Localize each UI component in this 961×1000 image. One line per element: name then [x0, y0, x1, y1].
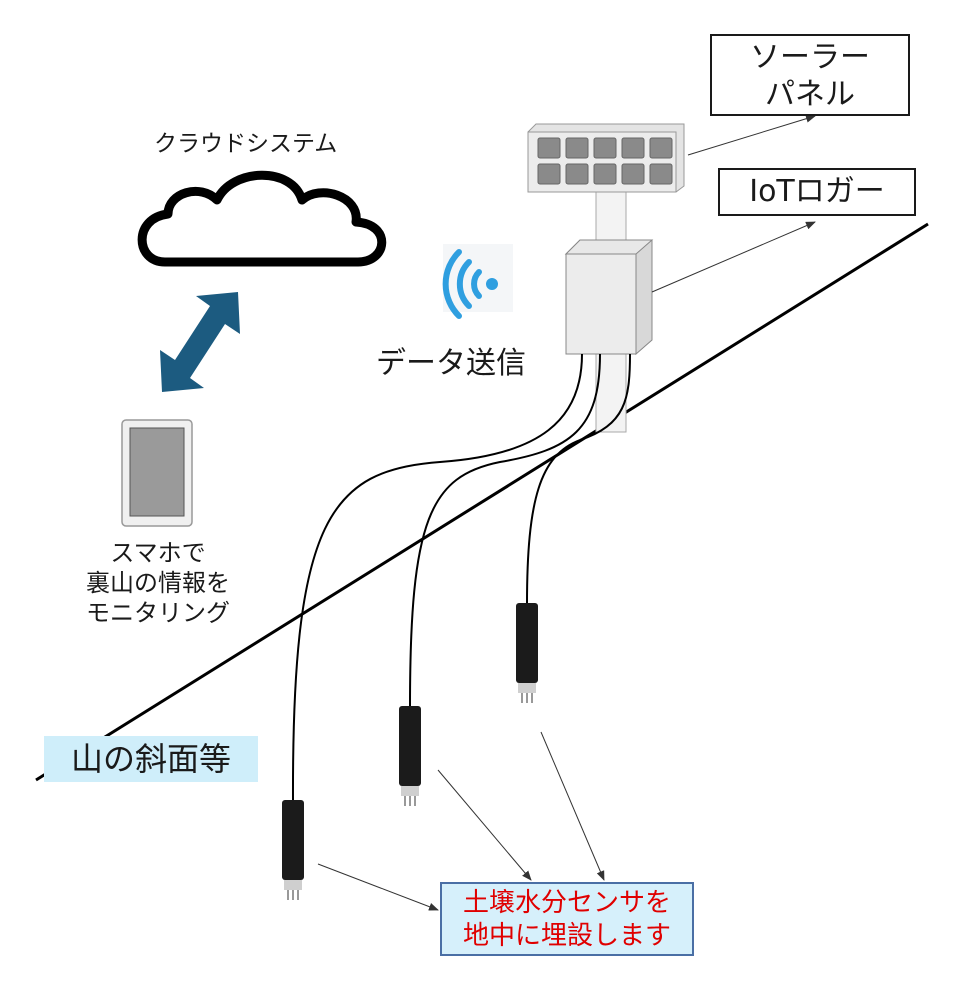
sensor-note-line2: 地中に埋設します — [462, 921, 671, 951]
phone-caption: スマホで 裏山の情報を モニタリング — [60, 538, 256, 628]
logger-pole — [595, 351, 627, 433]
slope-line — [35, 222, 929, 782]
slope-label: 山の斜面等 — [44, 736, 258, 782]
sensor-note: 土壌水分センサを 地中に埋設します — [440, 882, 694, 956]
iot-logger-label: IoTロガー — [718, 168, 916, 216]
solar-panel-label-line2: パネル — [765, 77, 855, 112]
phone-caption-line1: スマホで — [110, 539, 206, 567]
wifi-icon — [442, 244, 513, 319]
solar-panel-icon — [527, 123, 685, 243]
phone-caption-line3: モニタリング — [86, 599, 230, 627]
solar-panel-label-line1: ソーラー — [750, 40, 870, 75]
arrow-shape — [160, 292, 240, 392]
soil-sensor-icon — [399, 706, 421, 806]
data-transmission-label: データ送信 — [376, 346, 526, 381]
solar-panel-label: ソーラー パネル — [710, 34, 910, 116]
sensor-note-line1: 土壌水分センサを — [462, 888, 671, 918]
sensor-cables — [291, 353, 631, 801]
logger-box-icon — [564, 239, 654, 356]
smartphone-icon — [121, 419, 193, 527]
soil-sensor-icon — [516, 603, 538, 703]
soil-sensor-icon — [282, 800, 304, 900]
bidirectional-arrow-icon — [160, 292, 240, 392]
cloud-system-label: クラウドシステム — [154, 131, 338, 157]
leader-lines — [317, 114, 816, 911]
cloud-icon — [137, 170, 387, 267]
phone-caption-line2: 裏山の情報を — [86, 569, 230, 597]
